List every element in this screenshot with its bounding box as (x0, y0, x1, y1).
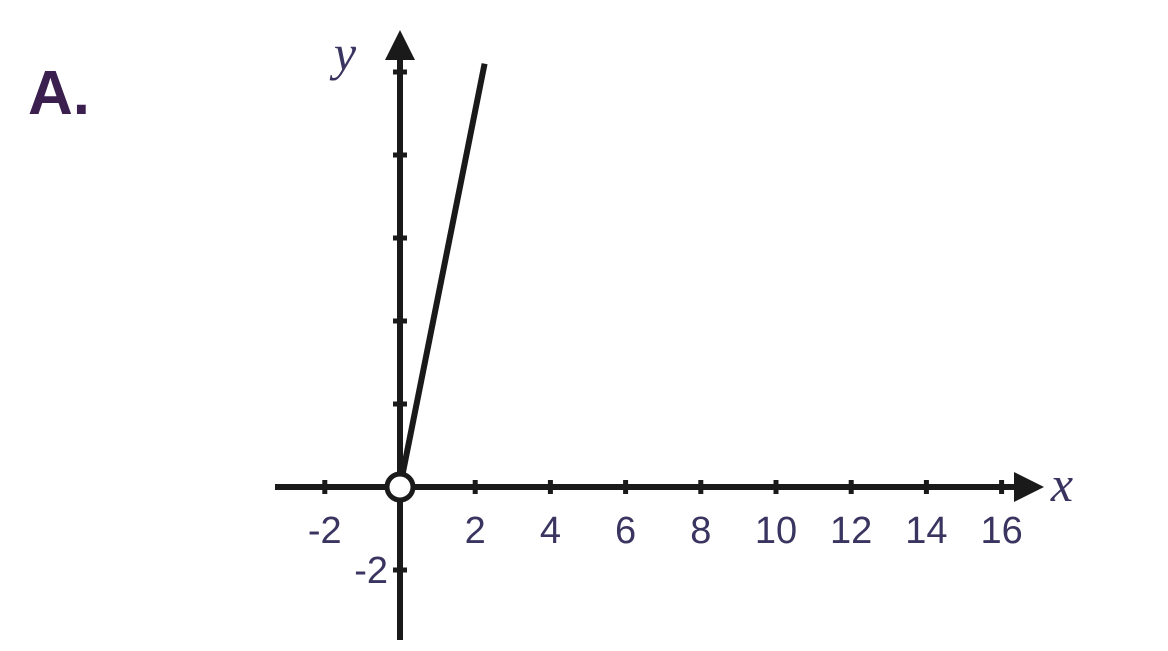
x-tick-label: 8 (690, 510, 711, 552)
x-tick-label: 14 (905, 510, 947, 552)
x-tick-label: 12 (830, 510, 872, 552)
y-tick-label: -2 (354, 550, 388, 592)
x-tick-label: -2 (308, 510, 342, 552)
ticks (322, 69, 1005, 573)
x-tick-label: 6 (615, 510, 636, 552)
y-axis-label: y (329, 25, 357, 81)
x-tick-label: 4 (540, 510, 561, 552)
panel-label: A. (28, 59, 90, 128)
x-tick-label: 2 (465, 510, 486, 552)
x-tick-label: 10 (755, 510, 797, 552)
labels: -2 2 4 6 8 10 12 14 16 -2 x y (308, 25, 1073, 592)
open-endpoint (384, 471, 416, 503)
x-tick-label: 16 (980, 510, 1022, 552)
series-line (397, 63, 488, 488)
x-axis-label: x (1050, 456, 1073, 512)
series (384, 63, 488, 503)
